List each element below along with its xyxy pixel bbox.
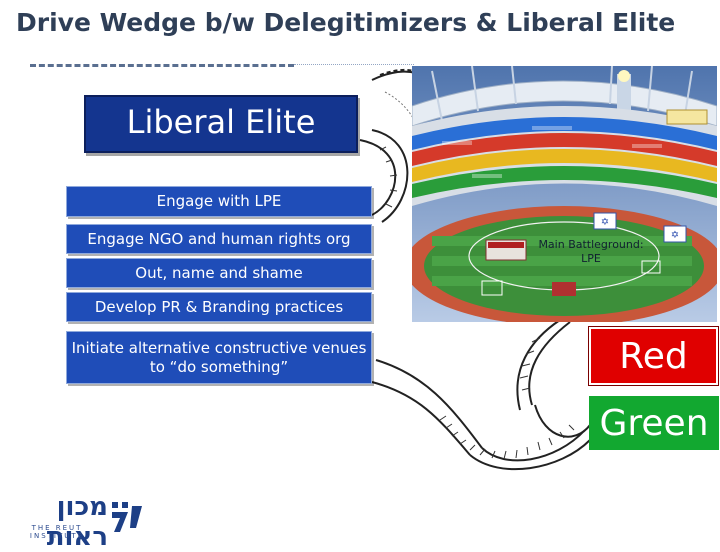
action-out-name-shame: Out, name and shame bbox=[66, 258, 372, 288]
slide-title: Drive Wedge b/w Delegitimizers & Liberal… bbox=[16, 8, 676, 37]
reut-logo-icon bbox=[112, 502, 142, 532]
svg-text:✡: ✡ bbox=[601, 217, 609, 228]
title-underline-dotted bbox=[294, 64, 414, 65]
green-label: Green bbox=[599, 402, 709, 444]
action-develop-pr: Develop PR & Branding practices bbox=[66, 292, 372, 322]
action-initiate-venues: Initiate alternative constructive venues… bbox=[66, 331, 372, 384]
red-label-box: Red bbox=[588, 326, 719, 386]
green-label-box: Green bbox=[589, 396, 719, 450]
liberal-elite-box: Liberal Elite bbox=[84, 95, 358, 153]
action-engage-ngo: Engage NGO and human rights org bbox=[66, 224, 372, 254]
reut-logo-text: מכון ראות bbox=[46, 492, 108, 552]
title-underline bbox=[30, 64, 294, 67]
liberal-elite-label: Liberal Elite bbox=[126, 103, 316, 141]
reut-logo-subtitle: THE REUT INSTITUTE bbox=[29, 524, 85, 540]
red-label: Red bbox=[619, 335, 688, 377]
battleground-label: Main Battleground: LPE bbox=[538, 238, 644, 265]
action-engage-lpe: Engage with LPE bbox=[66, 186, 372, 217]
svg-text:✡: ✡ bbox=[671, 230, 679, 241]
stadium-illustration: ✡ ✡ bbox=[412, 66, 717, 322]
